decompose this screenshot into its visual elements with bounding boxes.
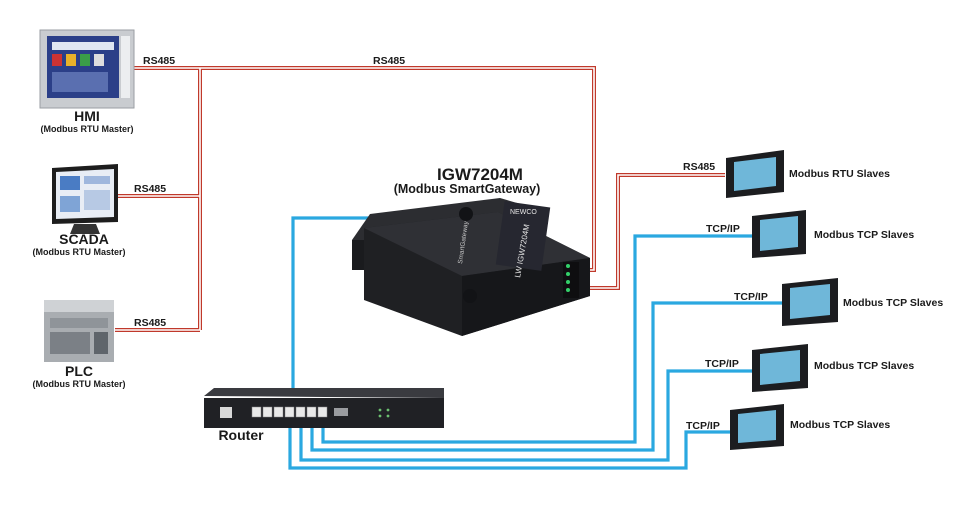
slave-name-2: Modbus TCP Slaves	[814, 229, 914, 241]
slave-name-4: Modbus TCP Slaves	[814, 360, 914, 372]
slave-name-1: Modbus RTU Slaves	[789, 168, 890, 180]
hmi-role: (Modbus RTU Master)	[41, 124, 134, 134]
slave-panels	[726, 150, 838, 450]
bus-label: RS485	[373, 55, 405, 67]
slave-panel-4	[752, 344, 808, 392]
slave-panel-5	[730, 404, 784, 450]
slave-name-3: Modbus TCP Slaves	[843, 297, 943, 309]
plc-name: PLC	[65, 363, 93, 379]
gateway-title: IGW7204M	[437, 165, 523, 184]
slave-link-4: TCP/IP	[705, 358, 739, 370]
scada-role: (Modbus RTU Master)	[33, 247, 126, 257]
plc-role: (Modbus RTU Master)	[33, 379, 126, 389]
plc-link-label: RS485	[134, 317, 166, 329]
slave-link-3: TCP/IP	[734, 291, 768, 303]
router-label: Router	[218, 427, 264, 443]
hmi-link-label: RS485	[143, 55, 175, 67]
plc-device	[44, 300, 114, 362]
slave-name-5: Modbus TCP Slaves	[790, 419, 890, 431]
slave-panel-2	[752, 210, 806, 258]
router-device	[204, 388, 444, 428]
slave-link-5: TCP/IP	[686, 420, 720, 432]
gateway-device: NEWCO LW IGW7204M SmartGateway	[352, 198, 590, 336]
scada-link-label: RS485	[134, 183, 166, 195]
gateway-subtitle: (Modbus SmartGateway)	[394, 182, 541, 196]
slave-panel-1	[726, 150, 784, 198]
slave-link-1: RS485	[683, 161, 715, 173]
gateway-brand: NEWCO	[510, 209, 537, 216]
hmi-name: HMI	[74, 108, 100, 124]
scada-name: SCADA	[59, 231, 109, 247]
slave-panel-3	[782, 278, 838, 326]
hmi-device	[39, 29, 135, 109]
ethernet-wiring	[288, 216, 785, 470]
slave-link-2: TCP/IP	[706, 223, 740, 235]
scada-device	[52, 164, 118, 234]
